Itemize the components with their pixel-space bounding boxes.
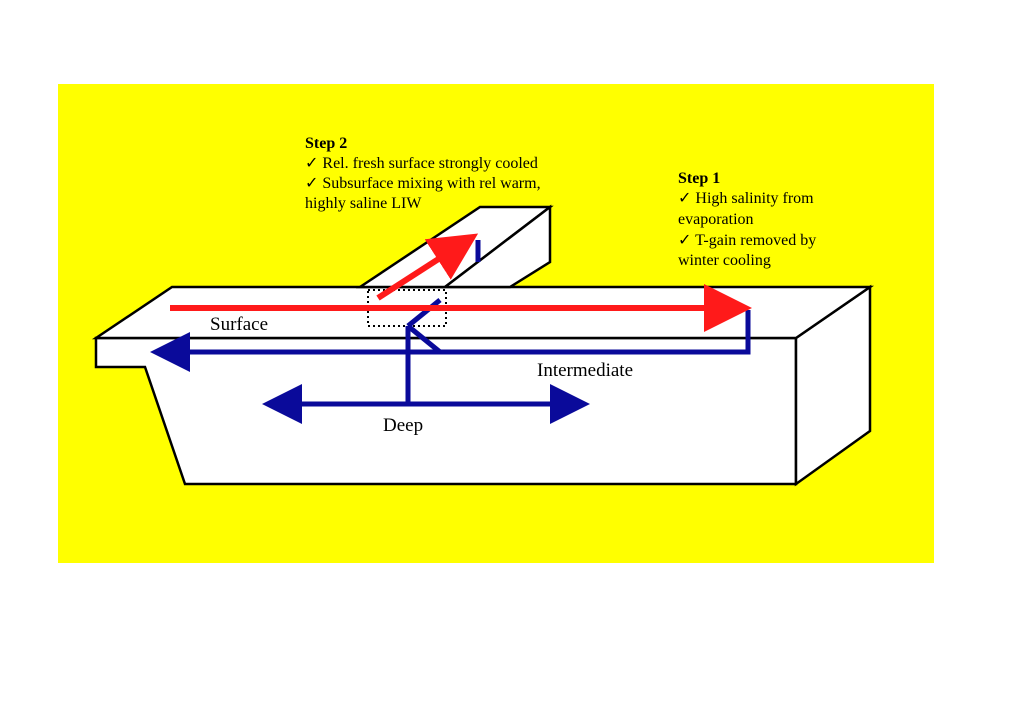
step2-line-1: ✓ Rel. fresh surface strongly cooled xyxy=(305,155,538,172)
mixing-branch-line xyxy=(406,324,442,354)
basin-top-surface xyxy=(91,285,875,340)
step1-line-2: evaporation xyxy=(678,211,754,228)
basin-front-face xyxy=(94,336,798,486)
step2-line-3: highly saline LIW xyxy=(305,195,422,212)
channel-flow-arrow xyxy=(376,233,479,301)
step1-line-1: ✓ High salinity from xyxy=(678,190,814,207)
step1-annotation: Step 1 ✓ High salinity from evaporation … xyxy=(678,170,816,269)
step1-title: Step 1 xyxy=(678,170,720,187)
deep-label: Deep xyxy=(383,415,423,436)
step2-title: Step 2 xyxy=(305,135,347,152)
surface-label: Surface xyxy=(210,314,268,335)
channel-blue-diagonal xyxy=(406,298,442,328)
step2-line-2: ✓ Subsurface mixing with rel warm, xyxy=(305,175,541,192)
step1-line-3: ✓ T-gain removed by xyxy=(678,232,816,249)
step1-line-4: winter cooling xyxy=(678,252,771,269)
step2-annotation: Step 2 ✓ Rel. fresh surface strongly coo… xyxy=(305,135,541,212)
intermediate-label: Intermediate xyxy=(537,360,633,381)
